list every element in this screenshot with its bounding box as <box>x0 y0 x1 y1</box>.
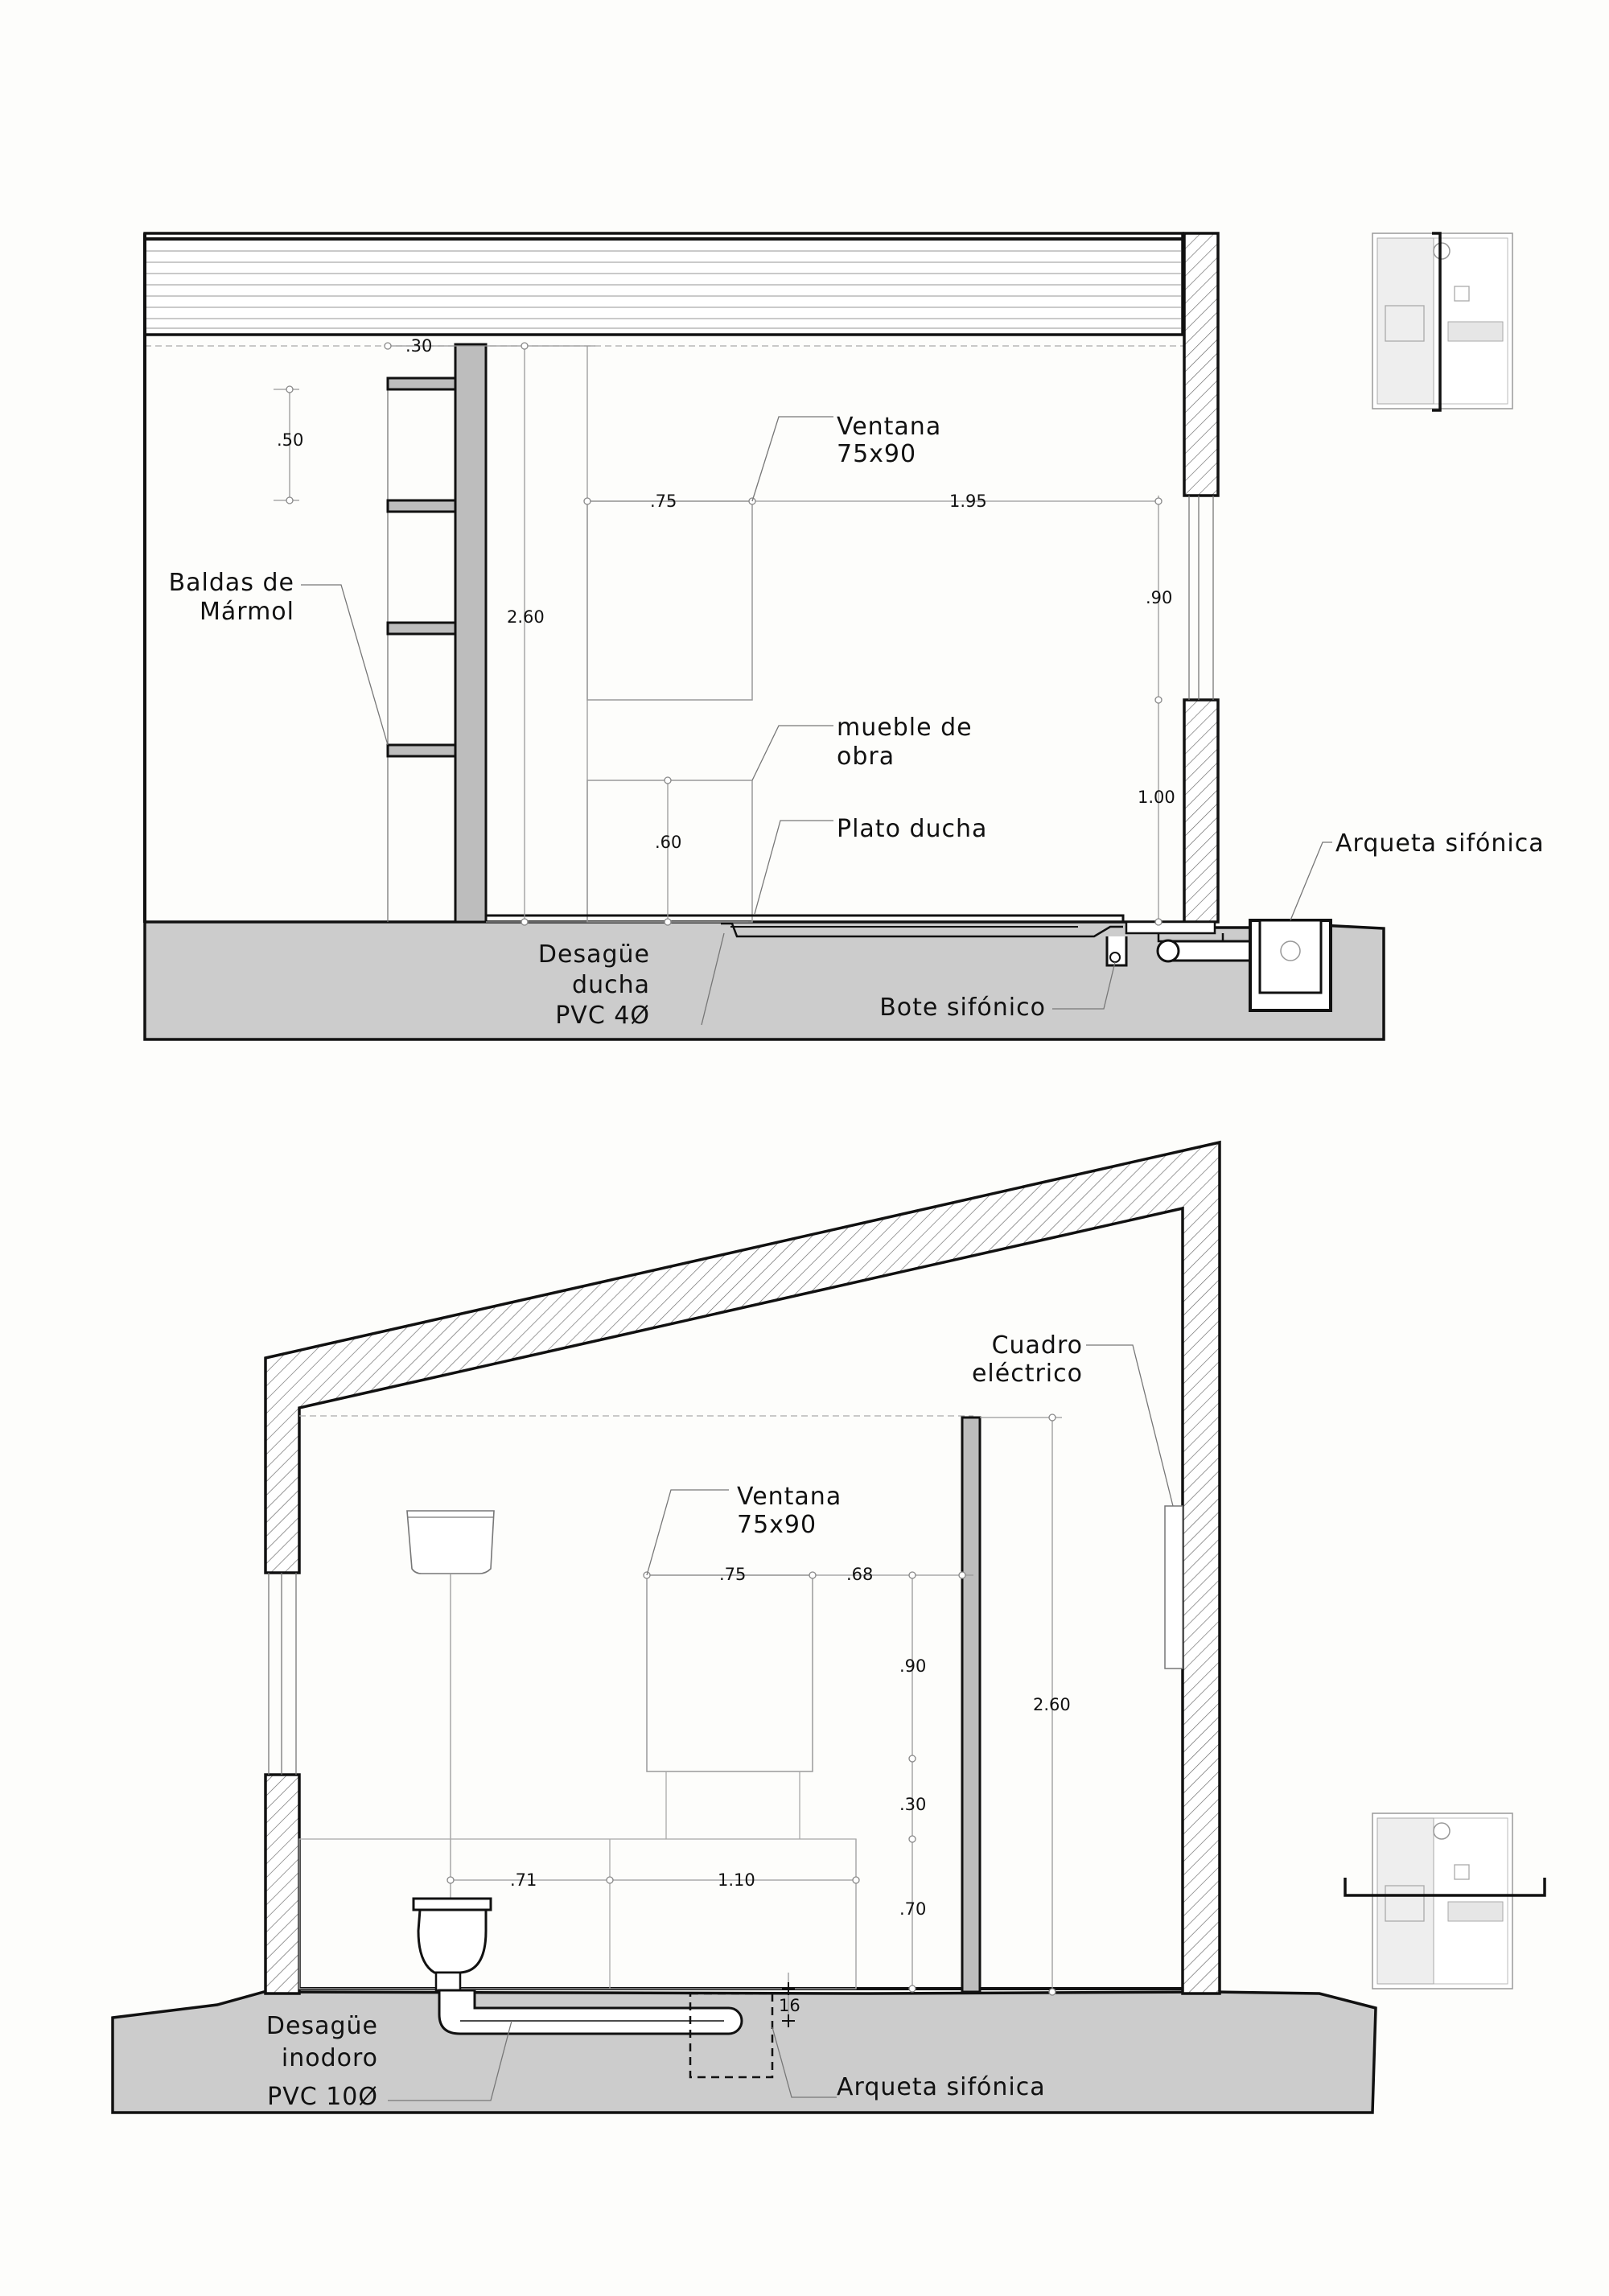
ground-slab <box>143 920 1385 1041</box>
shelf <box>386 621 457 636</box>
dim-shelf-spacing: .50 <box>277 430 303 450</box>
shelf <box>386 499 457 513</box>
desague-label-line1: Desagüe <box>538 940 650 969</box>
baldas-label-line2: Mármol <box>200 598 294 626</box>
electrical-panel <box>1164 1505 1183 1669</box>
roof-and-right-wall <box>264 1140 1221 1995</box>
right-window-opening <box>1188 496 1214 700</box>
window-outline <box>646 1574 813 1772</box>
section-bottom: Cuadro eléctrico Ventana 75x90 Desagüe i… <box>111 1140 1377 2114</box>
left-window-opening <box>268 1573 297 1775</box>
dim-window-width: .75 <box>650 492 677 511</box>
left-wall-lower <box>264 1773 301 1995</box>
arqueta-sifonica-bottom <box>689 1992 774 2079</box>
bote-sifonico-label: Bote sifónico <box>879 994 1046 1022</box>
cistern <box>406 1510 495 1574</box>
desague-inodoro-line1: Desagüe <box>266 2012 378 2040</box>
drain-pipe-top <box>1156 939 1261 963</box>
shelf <box>386 376 457 391</box>
arqueta-label-top: Arqueta sifónica <box>1335 829 1545 858</box>
mueble-label-line2: obra <box>837 743 895 771</box>
dim-height-bottom: 2.60 <box>1033 1695 1071 1714</box>
partition-wall <box>961 1416 981 1994</box>
desague-inodoro-line2: inodoro <box>282 2044 378 2072</box>
toilet <box>412 1897 492 1992</box>
shower-tray <box>484 914 1224 967</box>
cuadro-label-line2: eléctrico <box>972 1360 1083 1388</box>
dimension-lines-bottom <box>451 1417 1062 2019</box>
baldas-label-line1: Baldas de <box>169 569 294 597</box>
dim-window-offset: 1.95 <box>949 492 987 511</box>
right-wall-upper <box>1183 232 1220 497</box>
ground-slab <box>111 1990 1377 2114</box>
leader-lines-top <box>301 416 1332 1026</box>
dim-window-offset-bottom: .68 <box>846 1565 873 1584</box>
dimension-lines-top <box>274 345 1159 923</box>
dim-window-height-bottom: .90 <box>899 1656 926 1676</box>
dim-drain-depth: 16 <box>779 1996 800 2015</box>
section-top: Ventana 75x90 Baldas de Mármol mueble de… <box>143 232 1545 1041</box>
arqueta-label-bottom: Arqueta sifónica <box>837 2073 1046 2101</box>
dim-window-height: .90 <box>1146 588 1172 607</box>
ventana-label-bottom: Ventana <box>737 1483 842 1511</box>
window-outline <box>586 500 753 701</box>
leader-lines-bottom <box>388 1344 1174 2101</box>
arqueta-sifonica-top <box>1249 919 1332 1012</box>
dim-shelf-depth: .30 <box>405 336 432 356</box>
ventana-label: Ventana <box>837 413 941 441</box>
dim-sill-height: 1.00 <box>1138 788 1175 807</box>
dim-counter-width: 1.10 <box>718 1870 755 1890</box>
key-plan-bottom <box>1344 1813 1546 1989</box>
counter-outline <box>298 1838 857 1989</box>
drain-pipe-bottom <box>438 1989 743 2035</box>
dim-height: 2.60 <box>507 607 545 627</box>
desague-label-line2: ducha <box>572 971 650 999</box>
plato-ducha-label: Plato ducha <box>837 815 987 843</box>
dim-furniture-height: .60 <box>655 833 681 852</box>
key-plan-top <box>1372 232 1513 412</box>
cuadro-label-line1: Cuadro <box>992 1331 1083 1360</box>
dim-counter-height: .70 <box>899 1899 926 1919</box>
dim-window-width-bottom: .75 <box>719 1565 746 1584</box>
shelf <box>386 743 457 758</box>
right-wall-lower <box>1183 698 1220 924</box>
ventana-size-label-bottom: 75x90 <box>737 1511 817 1539</box>
mueble-label-line1: mueble de <box>837 714 973 742</box>
marble-shelves <box>386 376 457 922</box>
dim-wc-offset: .71 <box>510 1870 537 1890</box>
desague-label-line3: PVC 4Ø <box>555 1002 650 1030</box>
ceiling-band <box>143 232 1184 347</box>
desague-inodoro-line3: PVC 10Ø <box>267 2083 378 2111</box>
ventana-size-label: 75x90 <box>837 440 916 468</box>
dim-gap-bottom: .30 <box>899 1795 926 1814</box>
partition-wall <box>454 343 488 924</box>
